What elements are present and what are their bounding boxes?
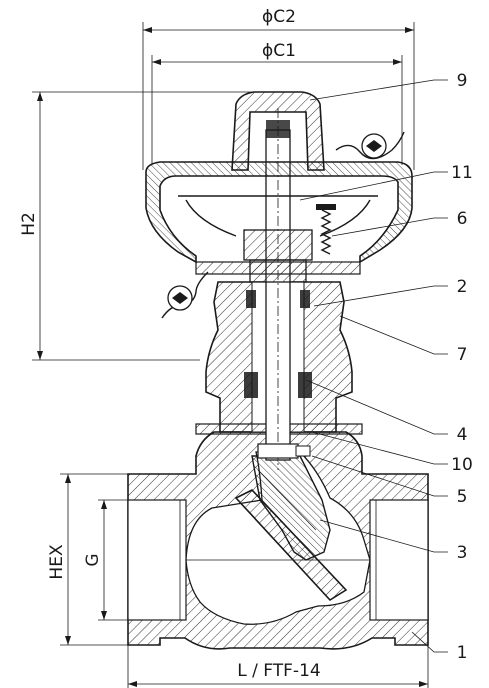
callout-9: 9 bbox=[457, 71, 468, 91]
dimension-hex: HEX bbox=[47, 473, 130, 646]
callout-4: 4 bbox=[457, 425, 468, 445]
callout-2: 2 bbox=[457, 277, 468, 297]
callout-6: 6 bbox=[457, 209, 468, 229]
dimension-hex-label: HEX bbox=[47, 544, 67, 580]
dimension-g: G bbox=[83, 499, 130, 621]
dimension-h2-label: H2 bbox=[19, 212, 39, 236]
dimension-c1: ϕC1 bbox=[151, 41, 403, 165]
callout-11: 11 bbox=[451, 163, 473, 183]
dimension-c2-label: ϕC2 bbox=[262, 7, 296, 27]
valve-plug bbox=[251, 455, 331, 561]
dimension-c1-label: ϕC1 bbox=[262, 41, 296, 61]
seal-right bbox=[335, 131, 405, 160]
dimension-c2: ϕC2 bbox=[142, 7, 415, 170]
seal-left bbox=[161, 271, 209, 319]
callout-7: 7 bbox=[457, 345, 468, 365]
callout-1: 1 bbox=[457, 643, 468, 663]
dimension-l: L / FTF-14 bbox=[127, 645, 429, 688]
callout-10: 10 bbox=[451, 455, 473, 475]
callout-5: 5 bbox=[457, 487, 468, 507]
callout-3: 3 bbox=[457, 543, 468, 563]
dimension-g-label: G bbox=[83, 553, 103, 566]
dimension-h2: H2 bbox=[19, 91, 260, 361]
valve-stem bbox=[257, 108, 311, 470]
dimension-l-label: L / FTF-14 bbox=[237, 661, 320, 681]
handwheel bbox=[145, 91, 413, 283]
callout-leaders bbox=[299, 79, 448, 653]
